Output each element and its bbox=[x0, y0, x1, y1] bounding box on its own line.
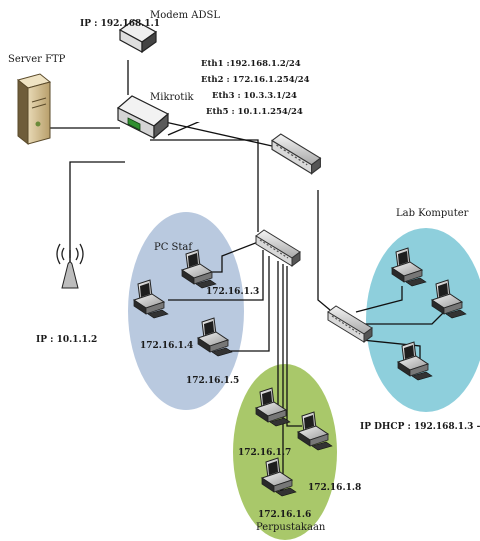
link-lab-pc1 bbox=[355, 286, 403, 313]
link-staff-pc1 bbox=[212, 241, 259, 273]
router-interface-list: Eth1 :192.168.1.2/24 Eth2 : 172.16.1.254… bbox=[196, 50, 310, 122]
router-interface-eth5: Eth5 : 10.1.1.254/24 bbox=[206, 107, 303, 117]
link-lab-pc2 bbox=[360, 311, 445, 325]
router-interface-eth2: Eth2 : 172.16.1.254/24 bbox=[201, 75, 310, 85]
switch-lab[interactable] bbox=[327, 305, 373, 343]
lab-dhcp-range: IP DHCP : 192.168.1.3 - 254 bbox=[360, 422, 480, 432]
library-pc-3-ip: 172.16.1.6 bbox=[258, 510, 311, 520]
library-pc-1-ip: 172.16.1.7 bbox=[238, 448, 291, 458]
library-pc-2-ip: 172.16.1.8 bbox=[308, 483, 361, 493]
router-interface-eth1: Eth1 :192.168.1.2/24 bbox=[201, 59, 301, 69]
link-staff-pc2 bbox=[168, 250, 264, 301]
router-label: Mikrotik bbox=[150, 92, 195, 103]
staff-zone-label: PC Staf bbox=[154, 242, 193, 253]
modem-ip: IP : 192.168.1.1 bbox=[80, 19, 160, 29]
link-lib-pc2 bbox=[286, 266, 302, 427]
link-router-switch-main bbox=[164, 121, 273, 147]
staff-pc-1-ip: 172.16.1.3 bbox=[206, 287, 259, 297]
mikrotik-router[interactable] bbox=[116, 95, 170, 140]
staff-pc-2-ip: 172.16.1.4 bbox=[140, 341, 193, 351]
staff-zone bbox=[128, 212, 244, 410]
server-label: Server FTP bbox=[8, 54, 66, 65]
library-zone-label: Perpustakaan bbox=[256, 522, 326, 533]
link-switch-main-switch-lab bbox=[317, 190, 331, 311]
link-ap-router bbox=[69, 161, 125, 258]
staff-pc-3-ip: 172.16.1.5 bbox=[186, 376, 239, 386]
link-router-switch-staff bbox=[150, 139, 259, 232]
wireless-access-point[interactable] bbox=[56, 243, 84, 289]
ftp-server[interactable] bbox=[16, 73, 52, 146]
link-staff-pc3 bbox=[224, 256, 270, 352]
modem-label: Modem ADSL bbox=[150, 10, 220, 21]
router-interface-eth3: Eth3 : 10.3.3.1/24 bbox=[212, 91, 297, 101]
lab-zone bbox=[366, 228, 480, 412]
switch-main[interactable] bbox=[271, 133, 322, 175]
lab-zone-label: Lab Komputer bbox=[396, 208, 469, 219]
access-point-ip: IP : 10.1.1.2 bbox=[36, 335, 97, 345]
adsl-modem[interactable] bbox=[118, 19, 158, 54]
